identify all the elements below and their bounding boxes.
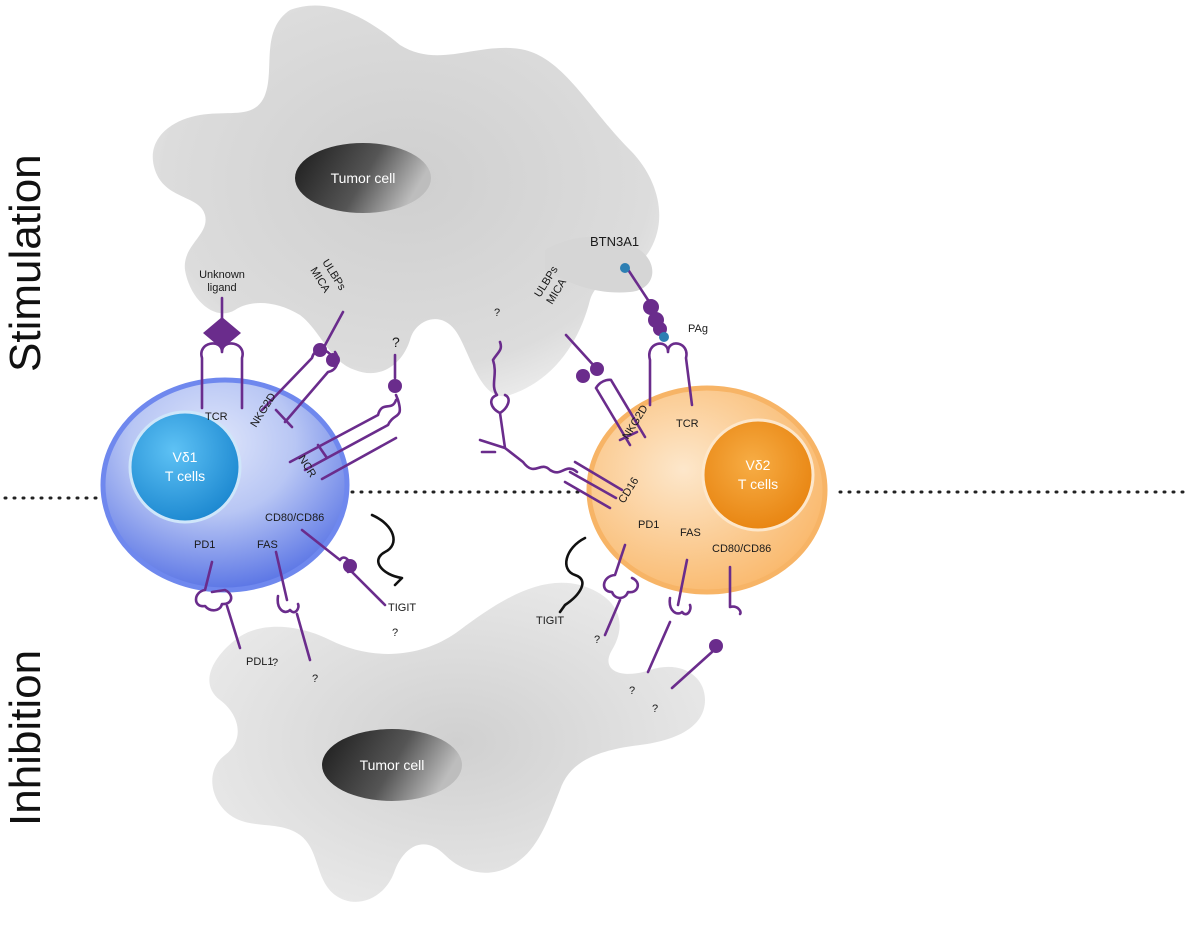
cd16-ligand-question: ?: [494, 307, 500, 319]
tigit-right-receptor: [558, 536, 587, 614]
btn3a1-tip: [620, 263, 630, 273]
unknown-ligand-label-2: ligand: [207, 282, 236, 294]
tumor-nucleus-top: [295, 143, 431, 213]
ulbp-left-stalk: [322, 310, 345, 349]
fas-left-ligand-question: ?: [312, 673, 318, 685]
antibody-arm: [490, 340, 510, 415]
ncr-ligand-head: [388, 379, 402, 393]
fas-left-receptor: [274, 550, 312, 662]
btn3a1-stalk: [625, 266, 650, 302]
ulbp-right-head-1: [576, 369, 590, 383]
pdl1-label: PDL1: [246, 656, 274, 668]
ulbp-right-stalk: [564, 333, 598, 370]
cd80-left-ligand-head: [343, 559, 357, 573]
ulbp-left-head-2: [326, 353, 340, 367]
fas-right-question: ?: [629, 685, 635, 697]
btn3a1-label: BTN3A1: [590, 234, 639, 249]
pd1-left-label: PD1: [194, 539, 215, 551]
fas-right-label: FAS: [680, 527, 701, 539]
inhibition-label: Inhibition: [1, 650, 50, 826]
pd1-left-receptor: [194, 560, 242, 650]
stimulation-label: Stimulation: [1, 154, 50, 372]
vd2-label-line2: T cells: [738, 476, 778, 492]
ncr-ligand-question: ?: [392, 334, 400, 350]
vd1-label-line1: Vδ1: [173, 449, 198, 465]
ulbp-left-head-1: [313, 343, 327, 357]
tigit-left-receptor: [370, 513, 404, 587]
fas-left-label: FAS: [257, 539, 278, 551]
cd80-right-label: CD80/CD86: [712, 543, 771, 555]
tigit-left-question: ?: [392, 627, 398, 639]
fas-right-receptor: [646, 558, 692, 674]
cd80-right-receptor: [728, 565, 742, 616]
vd2-nucleus: [701, 418, 815, 532]
nkg2d-right-receptor: [594, 378, 647, 447]
tumor-nucleus-bottom: [322, 729, 462, 801]
tigit-left-label: TIGIT: [388, 602, 416, 614]
cd80-right-question: ?: [652, 703, 658, 715]
tumor-cell-top-arm: [545, 236, 653, 293]
tcr-left-label: TCR: [205, 411, 228, 423]
vd1-nucleus: [128, 410, 242, 524]
ulbp-right-head-2: [590, 362, 604, 376]
unknown-ligand-label-1: Unknown: [199, 269, 245, 281]
pd1-right-receptor: [602, 543, 640, 637]
cd80-left-label: CD80/CD86: [265, 512, 324, 524]
cd80-right-ligand-head: [709, 639, 723, 653]
tumor-cell-bottom-body: [209, 582, 706, 902]
pd1-right-label: PD1: [638, 519, 659, 531]
pdl1-question: ?: [272, 657, 278, 669]
pd1-right-question: ?: [594, 634, 600, 646]
vd2-label-line1: Vδ2: [746, 457, 771, 473]
ncr-receptor: [288, 393, 402, 481]
vd1-label-line2: T cells: [165, 468, 205, 484]
unknown-ligand-diamond: [203, 317, 241, 349]
tumor-cell-top-label: Tumor cell: [331, 170, 396, 186]
tcr-right-receptor: [648, 342, 694, 407]
tumor-cell-bottom-label: Tumor cell: [360, 757, 425, 773]
btn3a1-head-1: [643, 299, 659, 315]
pag-label: PAg: [688, 323, 708, 335]
pag-dot: [659, 332, 669, 342]
cd16-receptor: [563, 460, 624, 510]
cd80-right-ligand-stalk: [670, 650, 714, 690]
antibody-fc: [478, 411, 579, 474]
tcr-left-receptor: [200, 342, 244, 410]
tcr-right-label: TCR: [676, 418, 699, 430]
tigit-right-label: TIGIT: [536, 615, 564, 627]
